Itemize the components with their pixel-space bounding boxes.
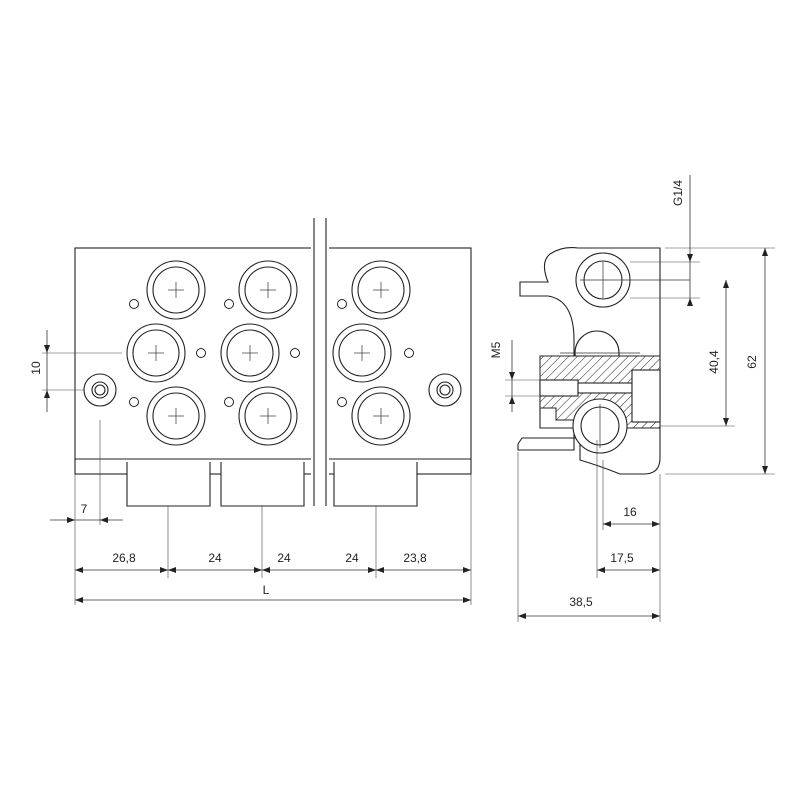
dim-offset-7: 7	[50, 474, 123, 605]
pilot-channel	[577, 382, 633, 394]
label-7: 7	[81, 502, 88, 516]
port-bot-1	[146, 386, 206, 446]
port-bot-3	[351, 386, 411, 446]
label-24-c: 24	[345, 551, 359, 565]
label-62: 62	[745, 355, 759, 369]
label-17-5: 17,5	[610, 551, 634, 565]
port-top-2	[238, 260, 298, 320]
port-top-3	[351, 260, 411, 320]
dim-height-62: 62	[665, 247, 775, 475]
label-24-b: 24	[277, 551, 291, 565]
label-40-4: 40,4	[707, 350, 721, 374]
front-view: 10 7 26,8 24 24 24	[29, 218, 472, 605]
port-top-1	[146, 260, 206, 320]
pilot-holes	[129, 299, 414, 407]
label-26-8: 26,8	[112, 551, 136, 565]
side-port-bottom	[572, 398, 628, 454]
port-grid	[126, 260, 411, 446]
label-g14: G1/4	[671, 180, 685, 206]
label-24-a: 24	[208, 551, 222, 565]
screw-hole-left	[83, 373, 117, 407]
port-mid-1	[126, 323, 186, 383]
mounting-tabs	[126, 462, 418, 507]
label-m5: M5	[489, 341, 503, 358]
dim-height-10: 10	[29, 330, 50, 412]
side-view: G1/4 M5 40,4 62	[489, 175, 775, 622]
dim-width-16: 16	[603, 505, 660, 527]
label-23-8: 23,8	[403, 551, 427, 565]
label-16: 16	[623, 505, 637, 519]
dim-length-l: L	[75, 583, 471, 603]
port-mid-3	[332, 323, 392, 383]
side-port-top	[575, 252, 690, 308]
dim-width-38-5: 38,5	[518, 595, 660, 619]
side-pocket	[631, 369, 661, 423]
dim-pitch-row: 26,8 24 24 24 23,8	[75, 551, 471, 573]
m5-bore	[539, 379, 579, 397]
port-bot-2	[238, 386, 298, 446]
dim-height-40-4: 40,4	[660, 280, 735, 427]
dim-width-17-5: 17,5	[597, 551, 660, 573]
screw-hole-right	[428, 373, 462, 407]
dim-thread-g14: G1/4	[630, 175, 700, 306]
dim-thread-m5: M5	[489, 340, 540, 412]
label-10: 10	[29, 361, 43, 375]
port-mid-2	[220, 323, 280, 383]
label-38-5: 38,5	[569, 595, 593, 609]
label-l: L	[263, 583, 270, 597]
